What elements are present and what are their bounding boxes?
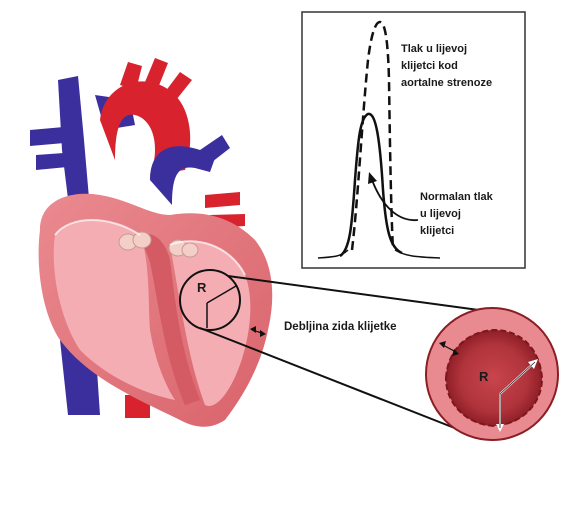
normal-label-line-2: u lijevoj (420, 208, 461, 220)
aortic-branch-2 (145, 58, 168, 88)
stenosis-label-line-3: aortalne strenoze (401, 77, 492, 89)
stenosis-label-line-2: klijetci kod (401, 60, 458, 72)
zoom-radius-label: R (479, 369, 489, 384)
stenosis-label-line-1: Tlak u lijevoj (401, 43, 467, 55)
pressure-graph: Tlak u lijevoj klijetci kod aortalne str… (302, 12, 525, 268)
right-vessel-1 (205, 192, 240, 208)
heart-radius-label: R (197, 280, 207, 295)
normal-label-line-3: klijetci (420, 225, 454, 237)
heart-illustration: R (30, 58, 272, 427)
ventricle-cross-section: R (426, 308, 558, 440)
normal-label-line-1: Normalan tlak (420, 191, 494, 203)
wall-thickness-label: Debljina zida klijetke (284, 321, 396, 333)
